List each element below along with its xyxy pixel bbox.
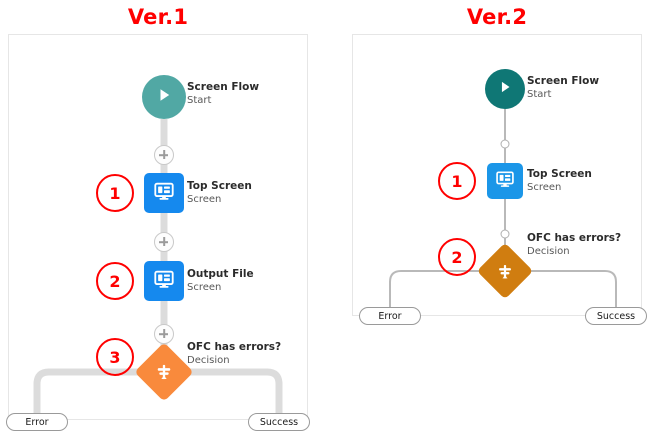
play-icon (154, 85, 174, 110)
node-title-decision: OFC has errors? (187, 341, 282, 353)
node-label-start: Screen Flow Start (527, 75, 599, 101)
panel-ver2-title: Ver.2 (466, 5, 528, 29)
node-start-screen-flow[interactable] (485, 69, 525, 109)
annotation-circle-1: 1 (438, 162, 476, 200)
add-element-button-1[interactable] (154, 145, 174, 165)
connector-line-start-to-plus1 (160, 119, 168, 155)
node-start-screen-flow[interactable] (142, 75, 186, 119)
add-element-button-2[interactable] (154, 232, 174, 252)
node-subtitle-decision: Decision (187, 355, 230, 366)
node-title-output-file: Output File (187, 268, 254, 280)
branch-pill-success[interactable]: Success (585, 307, 647, 325)
node-subtitle-top-screen: Screen (527, 182, 562, 193)
node-decision-ofc-has-errors[interactable] (476, 242, 534, 300)
connector-line-dot1-to-screen (504, 147, 506, 163)
panel-ver1-title: Ver.1 (127, 5, 189, 29)
panel-ver2: Ver.2 Screen Flow Sta (352, 4, 647, 325)
node-decision-ofc-has-errors[interactable] (134, 342, 194, 402)
node-title-start: Screen Flow (187, 81, 260, 93)
screen-icon (495, 169, 515, 194)
node-label-start: Screen Flow Start (187, 81, 259, 107)
node-screen-top-screen[interactable] (487, 163, 523, 199)
node-title-decision: OFC has errors? (527, 232, 622, 244)
panel-ver1-canvas: Screen Flow Start (6, 34, 310, 431)
node-label-decision: OFC has errors? Decision (187, 341, 281, 367)
annotation-circle-2: 2 (438, 238, 476, 276)
connector-line-screen-to-dot2 (504, 199, 506, 231)
branch-pill-error[interactable]: Error (6, 413, 68, 431)
node-label-output-file: Output File Screen (187, 268, 254, 294)
node-label-decision: OFC has errors? Decision (527, 232, 621, 258)
branch-connectors (389, 270, 617, 307)
annotation-circle-1: 1 (96, 174, 134, 212)
connector-dot-1[interactable] (500, 139, 510, 149)
node-screen-output-file[interactable] (144, 261, 184, 301)
branch-pill-success[interactable]: Success (248, 413, 310, 431)
node-subtitle-output-file: Screen (187, 282, 222, 293)
node-title-top-screen: Top Screen (187, 180, 252, 192)
node-label-top-screen: Top Screen Screen (527, 168, 592, 194)
node-subtitle-decision: Decision (527, 246, 570, 257)
node-label-top-screen: Top Screen Screen (187, 180, 252, 206)
screen-icon (153, 180, 175, 207)
branch-pill-error[interactable]: Error (359, 307, 421, 325)
node-subtitle-start: Start (527, 89, 552, 100)
annotation-circle-3: 3 (96, 338, 134, 376)
screen-icon (153, 268, 175, 295)
connector-line-start-to-dot1 (504, 109, 506, 141)
connector-line-screen2-to-plus3 (160, 301, 168, 333)
connector-line-screen1-to-plus2 (160, 213, 168, 241)
annotation-circle-2: 2 (96, 262, 134, 300)
node-subtitle-start: Start (187, 95, 212, 106)
panel-ver1: Ver.1 Screen (6, 4, 310, 431)
node-subtitle-top-screen: Screen (187, 194, 222, 205)
connector-dot-2[interactable] (500, 229, 510, 239)
branch-connectors (33, 368, 283, 413)
node-title-start: Screen Flow (527, 75, 600, 87)
node-title-top-screen: Top Screen (527, 168, 592, 180)
node-screen-top-screen[interactable] (144, 173, 184, 213)
play-icon (496, 78, 514, 101)
panel-ver2-canvas: Screen Flow Start (352, 34, 647, 325)
